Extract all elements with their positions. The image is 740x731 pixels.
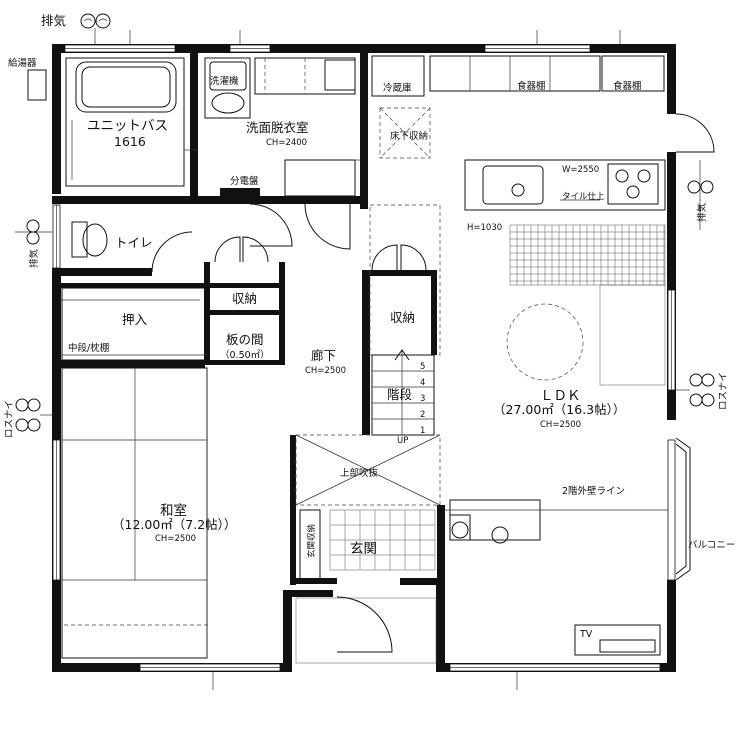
toilet-label: トイレ — [115, 235, 153, 250]
ldk-ch-label: CH=2500 — [540, 420, 581, 430]
entrance-label: 玄関 — [350, 540, 377, 557]
hallway-ch-label: CH=2500 — [305, 366, 346, 376]
stairs-outline — [371, 349, 435, 436]
step-5-label: 5 — [420, 362, 425, 372]
water-heater-box — [27, 69, 47, 101]
stairs-label: 階段 — [387, 387, 412, 402]
second-floor-wall-label: 2階外壁ライン — [562, 485, 625, 497]
step-1-label: 1 — [420, 426, 425, 436]
middle-shelf-label: 中段/枕棚 — [68, 342, 109, 354]
board-room-label: 板の間 — [226, 332, 264, 347]
cupboard2-label: 食器棚 — [613, 80, 642, 92]
entrance-storage-label: 玄関収納 — [306, 524, 317, 558]
washitsu-ch-label: CH=2500 — [155, 534, 196, 544]
step-2-label: 2 — [420, 410, 425, 420]
exhaust-vent-top-icon — [80, 13, 111, 44]
distribution-board-label: 分電盤 — [230, 175, 259, 187]
exhaust-vent-right-icon — [687, 160, 714, 230]
upper-void-label: 上部吹抜 — [340, 467, 379, 479]
rosunai-right-icon — [676, 373, 715, 407]
tv-label: TV — [579, 629, 593, 640]
washing-machine-label: 洗濯機 — [210, 75, 239, 87]
underfloor-storage-label: 床下収納 — [390, 130, 428, 142]
unit-bath-label: ユニットバス — [87, 118, 168, 134]
unit-bath-size-label: 1616 — [114, 134, 146, 149]
storage1-label: 収納 — [232, 291, 257, 306]
ldk-label: ＬＤＫ — [540, 388, 581, 404]
kitchen-fixtures — [371, 55, 666, 211]
storage-doors — [214, 203, 427, 271]
board-room-area-label: （0.50㎡） — [220, 349, 270, 361]
washroom-label: 洗面脱衣室 — [246, 120, 309, 135]
rosunai-left-label: ロスナイ — [4, 400, 15, 438]
washitsu-area — [60, 287, 210, 659]
entrance-area — [295, 509, 437, 664]
washitsu-label: 和室 — [160, 502, 187, 519]
rosunai-right-label: ロスナイ — [718, 372, 729, 410]
washroom-fixtures — [204, 57, 360, 247]
washitsu-area-label: （12.00㎡（7.2帖）） — [112, 517, 236, 532]
stairs-up-label: UP — [397, 436, 408, 446]
vertical-labels: 排気 排気 ロスナイ ロスナイ 玄関収納 — [4, 202, 729, 558]
unit-bath — [65, 57, 198, 187]
exhaust-top-label: 排気 — [41, 13, 66, 28]
water-heater-label: 給湯器 — [8, 57, 37, 69]
step-3-label: 3 — [420, 394, 425, 404]
ldk-area-label: （27.00㎡（16.3帖）） — [493, 402, 625, 417]
kitchen-width-label: W=2550 — [562, 165, 599, 175]
toilet-fixture — [71, 221, 193, 273]
exhaust-right-label: 排気 — [696, 202, 708, 222]
ldk-area — [295, 204, 668, 656]
balcony-label: バルコニー — [688, 540, 735, 551]
step-4-label: 4 — [420, 378, 425, 388]
rosunai-left-icon — [15, 398, 52, 432]
balcony-bay — [675, 437, 691, 581]
kitchen-side-door — [675, 113, 715, 153]
tile-finish-label: タイル仕上 — [562, 191, 605, 202]
windows — [52, 44, 676, 672]
dimension-ticks — [129, 30, 621, 690]
exhaust-vent-toilet-icon — [15, 219, 52, 245]
washroom-ch-label: CH=2400 — [266, 138, 307, 148]
hallway-label: 廊下 — [311, 348, 336, 363]
fridge-label: 冷蔵庫 — [383, 82, 412, 94]
kitchen-height-label: H=1030 — [467, 223, 502, 233]
closet-label: 押入 — [122, 312, 148, 327]
cupboard1-label: 食器棚 — [517, 80, 546, 92]
labels: 排気 給湯器 ユニットバス 1616 洗濯機 洗面脱衣室 CH=2400 冷蔵庫… — [8, 13, 735, 640]
storage2-label: 収納 — [390, 310, 415, 325]
exhaust-toilet-label: 排気 — [28, 248, 40, 268]
